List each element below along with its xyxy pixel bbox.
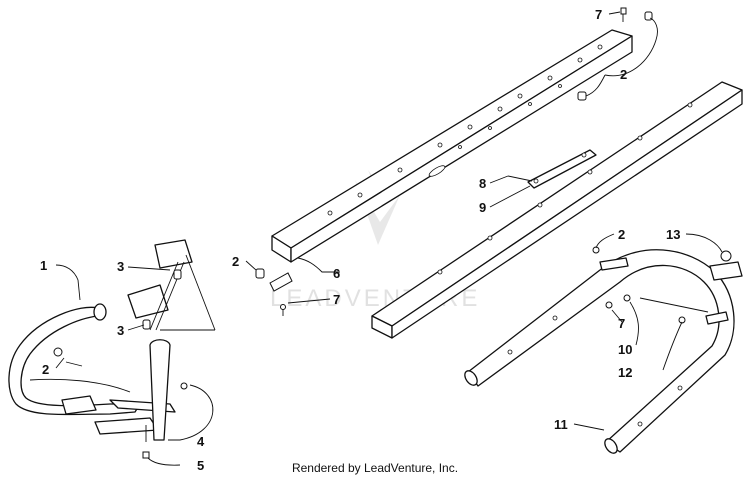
bracket-assembly <box>127 239 216 459</box>
callout-3-lower: 3 <box>117 323 124 338</box>
callout-2-top: 2 <box>620 67 627 82</box>
callout-5: 5 <box>197 458 204 473</box>
callout-7-rail: 7 <box>333 292 340 307</box>
footer-credit: Rendered by LeadVenture, Inc. <box>291 461 459 475</box>
rail-front-hardware <box>255 7 653 316</box>
callout-7-frame: 7 <box>618 316 625 331</box>
callout-10: 10 <box>618 342 632 357</box>
callout-13: 13 <box>666 227 680 242</box>
callout-3-upper: 3 <box>117 259 124 274</box>
leader-lines <box>55 11 723 466</box>
callout-9: 9 <box>479 200 486 215</box>
callout-2-rail: 2 <box>232 254 239 269</box>
callout-4: 4 <box>197 434 205 449</box>
callout-7-top: 7 <box>595 7 602 22</box>
rail-lower <box>371 81 743 339</box>
rear-frame-part-11 <box>464 246 743 454</box>
callout-12: 12 <box>618 365 632 380</box>
callout-6: 6 <box>333 266 340 281</box>
rail-upper <box>271 29 633 263</box>
callout-11: 11 <box>554 417 568 432</box>
callout-2-bumper: 2 <box>42 362 49 377</box>
callout-2-frame: 2 <box>618 227 625 242</box>
strap-part-9 <box>507 149 597 189</box>
callout-1: 1 <box>40 258 47 273</box>
callout-8: 8 <box>479 176 486 191</box>
